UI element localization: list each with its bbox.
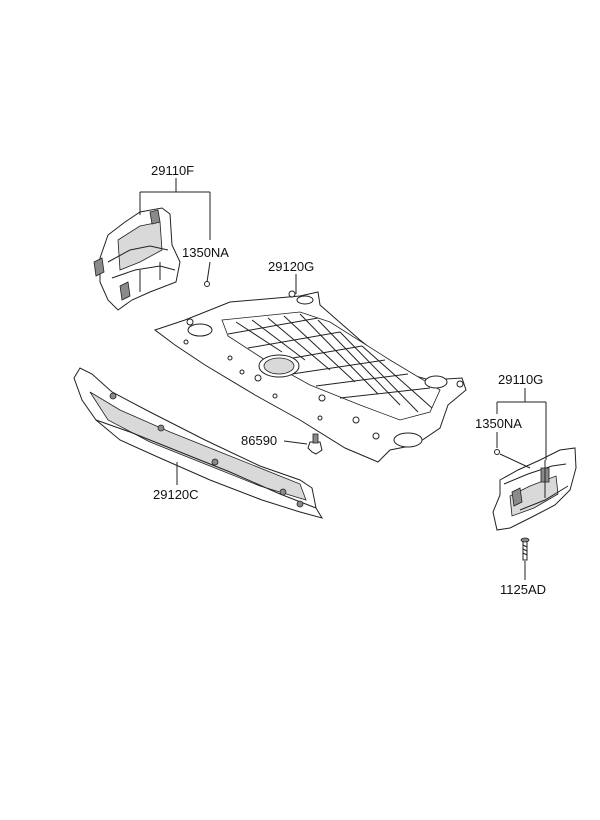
label-29120C: 29120C xyxy=(153,487,199,502)
label-86590: 86590 xyxy=(241,433,277,448)
label-29110G: 29110G xyxy=(498,372,543,387)
part-29120C-front-cover xyxy=(73,367,324,519)
label-29110F: 29110F xyxy=(151,163,194,178)
part-1125AD-bolt xyxy=(520,537,530,561)
clip-1350NA-left xyxy=(204,281,210,287)
leader-86590 xyxy=(283,440,308,445)
mounting-holes xyxy=(183,290,464,440)
part-86590-clip xyxy=(307,433,323,455)
part-29110F-left-side-cover xyxy=(93,207,181,311)
grid-ribs xyxy=(227,313,433,413)
leader-29110F xyxy=(139,178,211,283)
clip-1350NA-right xyxy=(494,449,500,455)
label-29120G: 29120G xyxy=(268,259,314,274)
label-1350NA-left: 1350NA xyxy=(182,245,229,260)
front-cover-clips xyxy=(109,392,304,508)
label-1350NA-right: 1350NA xyxy=(475,416,522,431)
leader-29110G xyxy=(496,388,547,469)
part-29110G-right-side-cover xyxy=(492,447,577,531)
part-29120G-under-cover xyxy=(153,290,467,463)
label-1125AD: 1125AD xyxy=(500,582,546,597)
